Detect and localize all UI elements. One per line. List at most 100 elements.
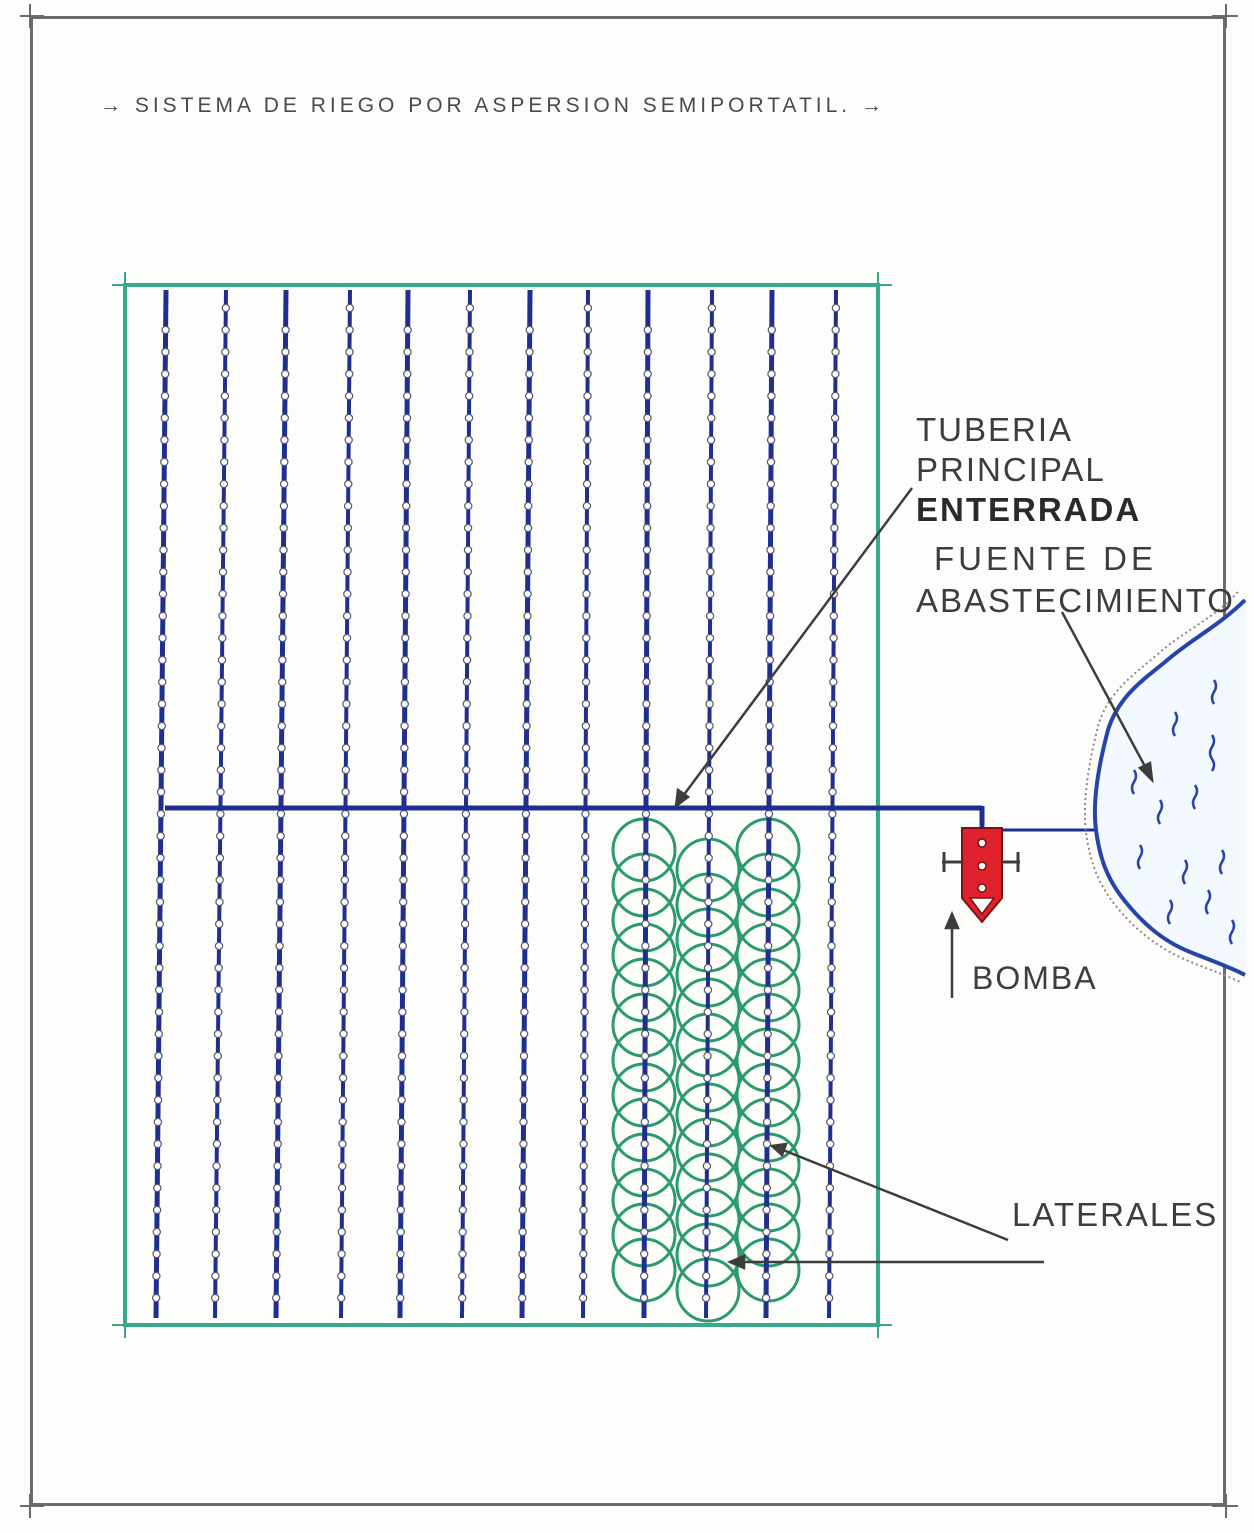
sprinkler-head (342, 721, 351, 731)
sprinkler-head (340, 897, 349, 907)
sprinkler-head (704, 809, 714, 819)
sprinkler-head (275, 985, 284, 995)
sprinkler-head (278, 589, 288, 599)
sprinkler-head (766, 457, 776, 467)
main-pipe-label-line2: PRINCIPAL (916, 451, 1106, 488)
sprinkler-head (215, 853, 225, 863)
sprinkler-head (641, 809, 651, 819)
sprinkler-head (829, 611, 839, 621)
sprinkler-head (153, 1095, 163, 1105)
sprinkler-head (580, 1029, 589, 1039)
sprinkler-head (400, 699, 409, 709)
sprinkler-head (345, 325, 354, 335)
sprinkler-head (401, 567, 410, 577)
sprinkler-head (583, 413, 592, 423)
sprinkler-head (278, 677, 287, 687)
sprinkler-head (830, 545, 839, 555)
sprinkler-head (705, 765, 714, 775)
sprinkler-head (213, 1051, 222, 1061)
sprinkler-head (640, 1249, 649, 1259)
sprinkler-head (829, 677, 838, 687)
sprinkler-head (702, 1271, 711, 1281)
sprinkler-head (215, 875, 224, 885)
sprinkler-head (399, 809, 409, 819)
sprinkler-head (828, 721, 838, 731)
sprinkler-head (460, 985, 469, 995)
sprinkler-head (767, 391, 776, 401)
sprinkler-head (829, 633, 838, 643)
sprinkler-head (341, 809, 350, 819)
sprinkler-head (211, 1227, 221, 1237)
sprinkler-head (214, 941, 224, 951)
sprinkler-head (458, 1227, 467, 1237)
sprinkler-head (581, 743, 591, 753)
sprinkler-head (522, 743, 531, 753)
sprinkler-head (465, 391, 474, 401)
sprinkler-head (461, 875, 470, 885)
sprinkler-head (523, 589, 532, 599)
sprinkler-head (154, 1029, 163, 1039)
sprinkler-head (765, 765, 774, 775)
sprinkler-head (581, 765, 590, 775)
sprinkler-head (279, 567, 288, 577)
sprinkler-head (521, 809, 531, 819)
sprinkler-head (212, 1117, 222, 1127)
sprinkler-head (707, 391, 716, 401)
sprinkler-head (702, 1117, 712, 1127)
sprinkler-head (399, 875, 408, 885)
sprinkler-head (337, 1271, 346, 1281)
sprinkler-head (643, 325, 653, 335)
sprinkler-head (704, 831, 714, 841)
sprinkler-head (762, 1183, 772, 1193)
sprinkler-head (159, 523, 168, 533)
sprinkler-head (460, 963, 469, 973)
sprinkler-head (703, 1051, 712, 1061)
sprinkler-head (160, 457, 169, 467)
sprinkler-head (579, 1183, 588, 1193)
sprinkler-head (640, 1161, 649, 1171)
sprinkler-head (218, 611, 227, 621)
sprinkler-head (829, 567, 839, 577)
sprinkler-head (640, 1205, 649, 1215)
sprinkler-head (828, 765, 837, 775)
sprinkler-head (214, 985, 223, 995)
sprinkler-head (341, 743, 351, 753)
sprinkler-head (464, 413, 474, 423)
sprinkler-head (704, 897, 713, 907)
sprinkler-head (525, 347, 534, 357)
sprinkler-head (158, 633, 167, 643)
sprinkler-head (220, 413, 229, 423)
sprinkler-head (705, 743, 714, 753)
sprinkler-head (219, 457, 229, 467)
sprinkler-head (762, 1117, 772, 1127)
sprinkler-head (641, 985, 650, 995)
sprinkler-head (580, 985, 589, 995)
sprinkler-head (458, 1249, 467, 1259)
sprinkler-head (219, 523, 228, 533)
sprinkler-head (342, 611, 352, 621)
sprinkler-head (221, 303, 230, 313)
sprinkler-head (583, 303, 593, 313)
sprinkler-head (765, 655, 775, 665)
sprinkler-head (459, 1073, 469, 1083)
sprinkler-head (706, 479, 716, 489)
sprinkler-head (703, 1029, 712, 1039)
sprinkler-head (272, 1271, 281, 1281)
sprinkler-head (765, 633, 775, 643)
sprinkler-head (520, 1007, 529, 1017)
water-source-label-line2: ABASTECIMIENTO (916, 582, 1235, 619)
sprinkler-head (827, 985, 836, 995)
sprinkler-head (581, 699, 591, 709)
sprinkler-head (217, 699, 226, 709)
diagram-title: → SISTEMA DE RIEGO POR ASPERSION SEMIPOR… (100, 94, 886, 117)
sprinkler-head (458, 1183, 468, 1193)
sprinkler-head (640, 1095, 650, 1105)
sprinkler-head (766, 435, 776, 445)
sprinkler-head (765, 699, 774, 709)
sprinkler-head (460, 1007, 469, 1017)
sprinkler-head (640, 1227, 649, 1237)
sprinkler-head (277, 699, 287, 709)
sprinkler-head (337, 1183, 347, 1193)
sprinkler-head (151, 1293, 161, 1303)
